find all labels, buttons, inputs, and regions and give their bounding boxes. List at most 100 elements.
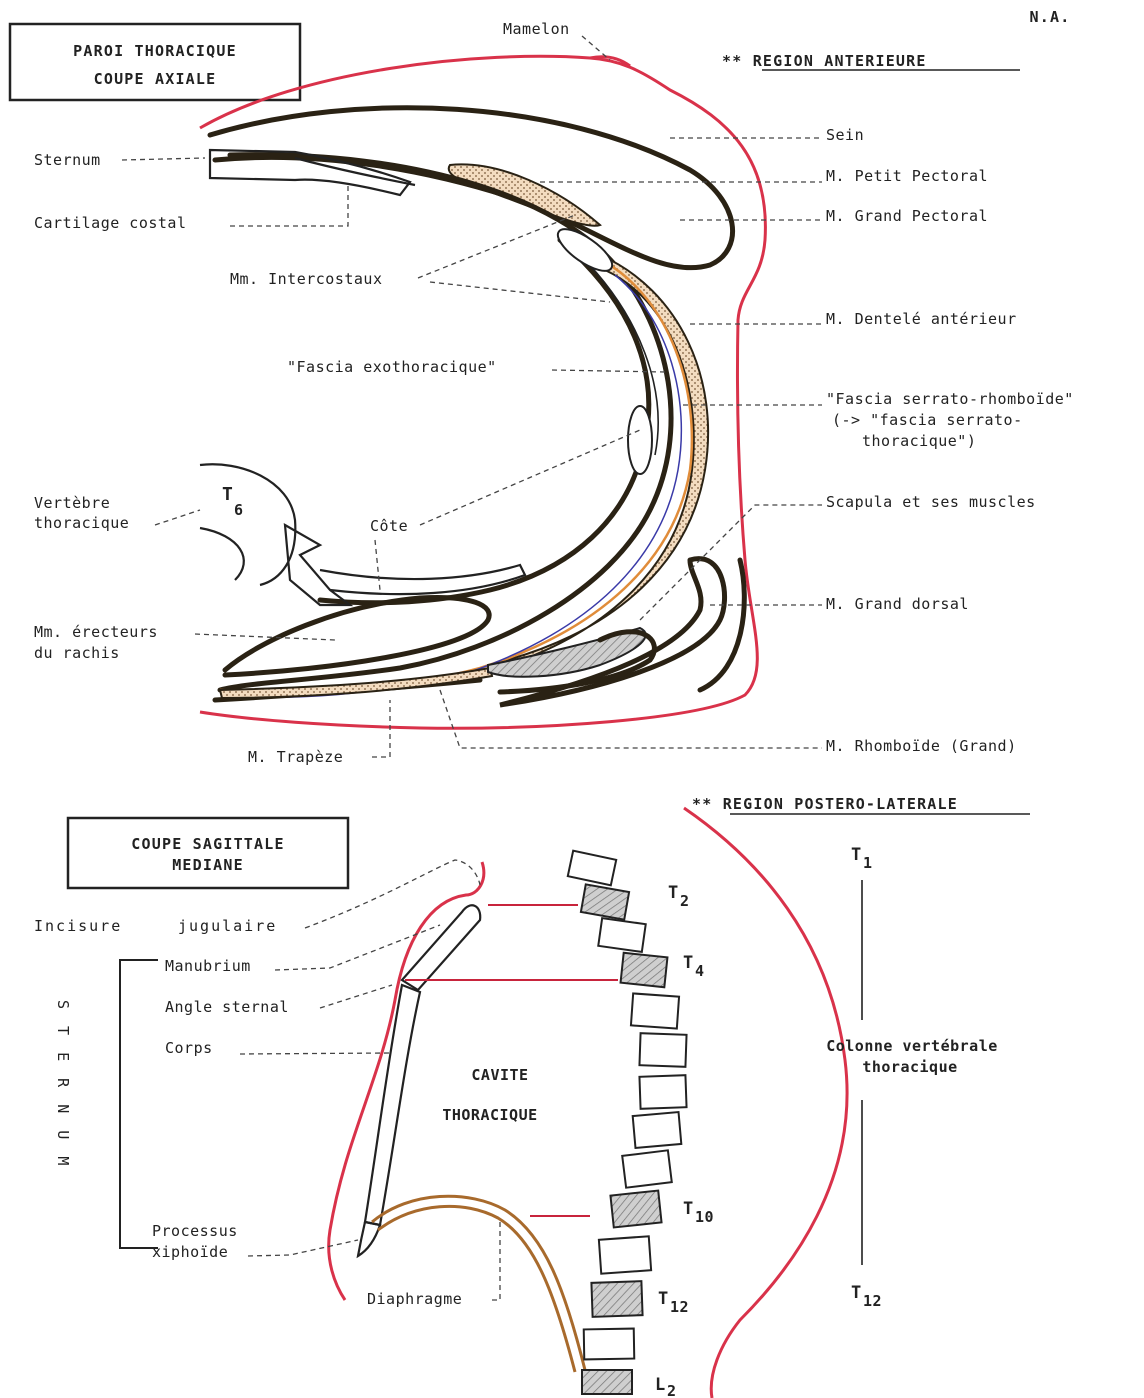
manubrium bbox=[402, 905, 480, 990]
label-sternum-vertical: S T E R N U M bbox=[54, 1000, 72, 1169]
label-t10: T bbox=[683, 1199, 694, 1219]
axial-title-line2: COUPE AXIALE bbox=[94, 70, 217, 88]
label-t12-spine: T bbox=[851, 1283, 862, 1303]
petit-pectoral-muscle bbox=[449, 164, 600, 225]
label-t4: T bbox=[683, 953, 694, 973]
rib-oval-2 bbox=[628, 406, 652, 474]
label-petit-pectoral: M. Petit Pectoral bbox=[826, 167, 988, 185]
label-cartilage: Cartilage costal bbox=[34, 214, 187, 232]
label-erecteurs-1: Mm. érecteurs bbox=[34, 623, 158, 641]
vertebra-t6 bbox=[639, 1033, 686, 1067]
label-angle-sternal: Angle sternal bbox=[165, 998, 289, 1016]
label-diaphragme: Diaphragme bbox=[367, 1290, 462, 1308]
corner-mark: N.A. bbox=[1030, 8, 1071, 26]
vertebra-l1 bbox=[584, 1329, 635, 1360]
label-scapula: Scapula et ses muscles bbox=[826, 493, 1036, 511]
leader-diaphragme bbox=[492, 1218, 500, 1300]
leader-scapula bbox=[640, 505, 822, 620]
label-colonne-2: thoracique bbox=[862, 1058, 957, 1076]
leader-processus bbox=[248, 1240, 358, 1256]
label-grand-dorsal: M. Grand dorsal bbox=[826, 595, 969, 613]
diaphragm bbox=[372, 1196, 585, 1370]
inner-rib-layer bbox=[320, 240, 649, 603]
label-processus-1: Processus bbox=[152, 1222, 238, 1240]
vertebra-t7 bbox=[639, 1075, 686, 1109]
label-t2-sub: 2 bbox=[680, 892, 690, 910]
label-manubrium: Manubrium bbox=[165, 957, 251, 975]
vertebra-t12 bbox=[591, 1281, 642, 1317]
label-vertebre-2: thoracique bbox=[34, 514, 129, 532]
vertebra-t3 bbox=[598, 918, 645, 952]
leader-angle bbox=[320, 985, 392, 1008]
label-processus-2: xiphoïde bbox=[152, 1243, 228, 1261]
skin-outline-posterior bbox=[684, 808, 847, 1398]
label-t4-sub: 4 bbox=[695, 962, 705, 980]
label-fascia-sr-2: (-> "fascia serrato- bbox=[832, 411, 1023, 429]
label-l2: L bbox=[655, 1375, 666, 1395]
label-erecteurs-2: du rachis bbox=[34, 644, 120, 662]
serratus-anterior-muscle bbox=[485, 255, 708, 672]
scapula bbox=[488, 628, 646, 677]
sagittal-title-box bbox=[68, 818, 348, 888]
vertebra-t8 bbox=[633, 1112, 682, 1148]
vertebral-column bbox=[568, 851, 687, 1394]
vertebra-t9 bbox=[622, 1150, 672, 1187]
grand-pectoral-muscle bbox=[210, 108, 733, 268]
leader-vertebre bbox=[155, 510, 200, 525]
label-t12: T bbox=[658, 1289, 669, 1309]
xiphoid-process bbox=[358, 1222, 380, 1256]
label-dentele: M. Dentelé antérieur bbox=[826, 310, 1017, 328]
label-t12-sub: 12 bbox=[670, 1298, 689, 1316]
sagittal-region-heading: ** REGION POSTERO-LATERALE bbox=[692, 795, 958, 813]
label-incisure-1: Incisure bbox=[34, 917, 122, 935]
label-incisure-2: jugulaire bbox=[178, 917, 277, 935]
thoracic-vertebra bbox=[200, 464, 295, 585]
label-intercostaux: Mm. Intercostaux bbox=[230, 270, 383, 288]
leader-manubrium bbox=[275, 925, 440, 970]
label-t2: T bbox=[668, 883, 679, 903]
vertebra-t4 bbox=[621, 953, 668, 987]
leader-erecteurs bbox=[195, 634, 335, 640]
label-corps: Corps bbox=[165, 1039, 213, 1057]
axial-section: PAROI THORACIQUE COUPE AXIALE N.A. ** RE… bbox=[10, 8, 1074, 766]
orange-fascia bbox=[220, 262, 692, 692]
label-vertebre-1: Vertèbre bbox=[34, 494, 110, 512]
leader-sternum bbox=[122, 158, 205, 160]
erector-spinae-muscle bbox=[225, 597, 489, 675]
label-trapeze: M. Trapèze bbox=[248, 748, 343, 766]
label-cote: Côte bbox=[370, 517, 408, 535]
vertebra-t1 bbox=[568, 851, 616, 886]
label-grand-pectoral: M. Grand Pectoral bbox=[826, 207, 988, 225]
label-t6: T bbox=[222, 484, 233, 505]
sagittal-title-line1: COUPE SAGITTALE bbox=[131, 835, 284, 853]
label-sein: Sein bbox=[826, 126, 864, 144]
label-fascia-exo: "Fascia exothoracique" bbox=[287, 358, 497, 376]
leader-cote bbox=[375, 430, 640, 590]
outer-muscle-layer bbox=[220, 155, 671, 690]
label-mamelon: Mamelon bbox=[503, 20, 570, 38]
label-l2-sub: 2 bbox=[667, 1382, 677, 1398]
label-t1: T bbox=[851, 845, 862, 865]
latissimus-dorsi-muscle bbox=[500, 559, 725, 705]
label-t10-sub: 10 bbox=[695, 1208, 714, 1226]
vertebra-l2 bbox=[582, 1370, 632, 1394]
sternum-bracket bbox=[120, 960, 158, 1248]
axial-title-line1: PAROI THORACIQUE bbox=[73, 42, 237, 60]
axial-title-box bbox=[10, 24, 300, 100]
axial-region-heading: ** REGION ANTERIEURE bbox=[722, 52, 927, 70]
label-cavite-1: CAVITE bbox=[471, 1066, 528, 1084]
label-colonne-1: Colonne vertébrale bbox=[826, 1037, 998, 1055]
label-t1-sub: 1 bbox=[863, 854, 873, 872]
vertebra-t11 bbox=[599, 1236, 651, 1273]
sternum-body bbox=[365, 985, 420, 1225]
vertebra-t10 bbox=[610, 1191, 661, 1228]
skin-outline-anterior bbox=[329, 862, 484, 1300]
label-t12-spine-sub: 12 bbox=[863, 1292, 882, 1310]
label-cavite-2: THORACIQUE bbox=[442, 1106, 537, 1124]
label-fascia-sr-1: "Fascia serrato-rhomboïde" bbox=[826, 390, 1074, 408]
sagittal-title-line2: MEDIANE bbox=[172, 856, 244, 874]
vertebra-arc bbox=[200, 528, 244, 580]
label-t6-sub: 6 bbox=[234, 501, 244, 519]
leader-cartilage bbox=[230, 185, 348, 226]
